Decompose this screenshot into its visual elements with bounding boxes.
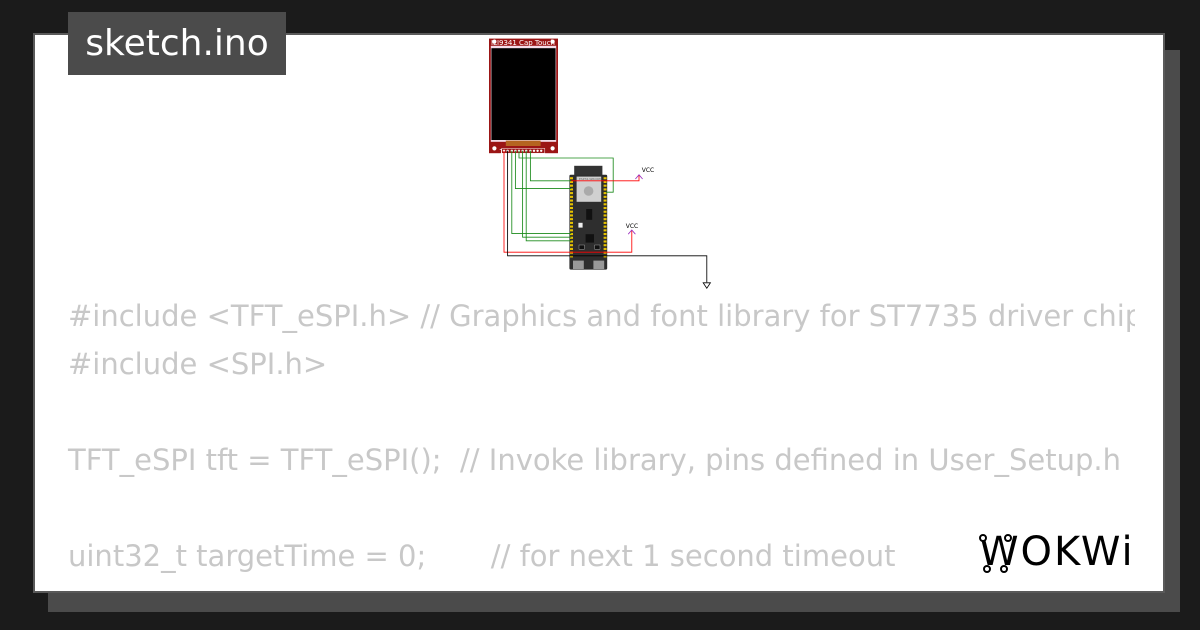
header-pin — [570, 225, 573, 228]
header-pin — [603, 255, 607, 258]
header-pin — [603, 236, 607, 239]
header-pin — [570, 210, 573, 213]
header-pin — [603, 192, 607, 195]
display-label: ILI9341 Cap Touch — [491, 39, 555, 47]
code-line: TFT_eSPI tft = TFT_eSPI(); // Invoke lib… — [68, 443, 1121, 477]
header-pin — [570, 221, 573, 224]
header-pin — [570, 255, 573, 258]
header-pin — [570, 195, 573, 198]
wire-black-gnd[interactable] — [507, 150, 708, 283]
wire-green[interactable] — [514, 150, 572, 190]
wire-green[interactable] — [518, 150, 614, 193]
header-pin — [570, 218, 573, 221]
header-pin — [603, 180, 607, 184]
wires — [503, 150, 708, 283]
header-pin — [603, 244, 607, 247]
wire-green[interactable] — [529, 150, 572, 182]
header-pin — [570, 199, 573, 202]
ground-icon — [702, 282, 712, 289]
wire-red-vcc[interactable] — [571, 175, 640, 182]
header-pin — [570, 247, 573, 250]
header-pin — [570, 233, 573, 236]
header-pin — [570, 214, 573, 217]
code-line: #include <SPI.h> — [68, 347, 328, 381]
header-pin — [603, 199, 607, 202]
header-pin — [603, 218, 607, 221]
header-pin — [603, 229, 607, 232]
header-pin — [603, 233, 607, 236]
wire-green[interactable] — [525, 150, 572, 242]
header-pin — [603, 221, 607, 224]
header-pin — [570, 184, 573, 187]
sketch-title: sketch.ino — [68, 12, 286, 75]
header-pin — [603, 195, 607, 198]
header-pin — [570, 188, 573, 191]
header-pin — [603, 184, 607, 187]
code-preview: #include <TFT_eSPI.h> // Graphics and fo… — [33, 292, 1135, 580]
header-pin — [603, 210, 607, 213]
header-pin — [603, 214, 607, 217]
header-pin — [570, 203, 573, 206]
esp32-board[interactable] — [569, 165, 608, 270]
header-pin — [603, 177, 607, 180]
header-pin — [570, 244, 573, 247]
vcc-symbol — [635, 174, 643, 180]
header-pin — [603, 203, 607, 206]
header-pin — [570, 229, 573, 232]
code-line: #include <TFT_eSPI.h> // Graphics and fo… — [68, 299, 1135, 333]
vcc-symbol — [627, 229, 636, 235]
preview-card — [33, 33, 1165, 593]
vcc-label: VCC — [642, 167, 654, 174]
ili9341-display[interactable] — [489, 38, 558, 154]
wokwi-logo: WOKWi — [975, 525, 1150, 579]
header-pin — [603, 206, 607, 210]
header-pin — [570, 180, 573, 184]
header-pin — [570, 177, 573, 180]
header-pin — [570, 236, 573, 239]
header-pin — [603, 188, 607, 191]
header-pin — [570, 206, 573, 210]
header-pin — [603, 240, 607, 243]
header-pin — [603, 247, 607, 250]
header-pin — [570, 240, 573, 243]
header-pin — [603, 251, 607, 254]
wire-green[interactable] — [522, 150, 572, 238]
header-pin — [570, 251, 573, 254]
header-pin — [570, 192, 573, 195]
header-pin — [603, 225, 607, 228]
board-label: ESP32-WROOM — [579, 177, 602, 181]
pin1-label: 1 — [499, 148, 503, 156]
wire-red-vcc[interactable] — [503, 150, 633, 253]
code-line: uint32_t targetTime = 0; // for next 1 s… — [68, 539, 896, 573]
wire-green[interactable] — [511, 150, 572, 235]
vcc-label: VCC — [626, 223, 638, 230]
